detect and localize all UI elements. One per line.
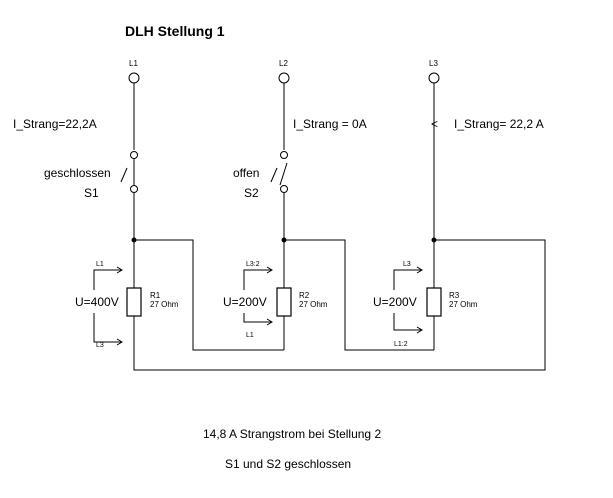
switch-s1-state: geschlossen: [44, 166, 111, 180]
r3-name: R3: [449, 291, 460, 300]
r3-value: 27 Ohm: [449, 300, 478, 309]
switch-s2-bottom-contact: [280, 185, 288, 193]
resistor-r1: [126, 287, 142, 317]
switch-s2-pointer: [270, 167, 278, 183]
voltage-arrow-r2-bottom: [243, 313, 271, 323]
wire-link-1-2: [134, 239, 284, 351]
switch-s2-name: S2: [244, 186, 259, 200]
switch-s2-state: offen: [233, 166, 259, 180]
voltage-arrow-r1-top: [93, 269, 121, 290]
r1-value: 27 Ohm: [150, 300, 179, 309]
switch-s2-top-contact: [280, 151, 288, 159]
r2-name: R2: [299, 291, 310, 300]
r3-voltage: U=200V: [373, 295, 417, 309]
arrowhead-r2-top: [266, 266, 273, 274]
r2-value: 27 Ohm: [299, 300, 328, 309]
voltage-arrow-r1-bottom: [93, 313, 121, 343]
voltage-arrow-r3-bottom: [393, 313, 421, 331]
r1-bottom-phase: L3: [96, 342, 104, 349]
note-current: 14,8 A Strangstrom bei Stellung 2: [203, 427, 381, 441]
terminal-label-l1: L1: [129, 59, 138, 68]
current-arrow-l3: <: [431, 117, 438, 131]
terminal-l1: [128, 72, 140, 84]
resistor-r2: [276, 287, 292, 317]
terminal-l2: [278, 72, 290, 84]
arrowhead-r3-bottom: [416, 326, 423, 334]
terminal-label-l3: L3: [429, 59, 438, 68]
wire-link-2-3: [284, 239, 434, 351]
current-label-l1: I_Strang=22,2A: [13, 117, 97, 131]
switch-s1-bottom-contact: [130, 185, 138, 193]
switch-s1-pointer: [120, 167, 128, 183]
terminal-label-l2: L2: [279, 59, 288, 68]
switch-s2-blade: [279, 162, 288, 186]
terminal-l3: [428, 72, 440, 84]
note-switches: S1 und S2 geschlossen: [225, 457, 351, 471]
wire-link-3-1: [133, 239, 546, 371]
switch-s1-name: S1: [84, 186, 99, 200]
arrowhead-r3-top: [416, 266, 423, 274]
r1-name: R1: [150, 291, 161, 300]
r1-voltage: U=400V: [75, 295, 119, 309]
voltage-arrow-r2-top: [243, 269, 271, 290]
current-label-l3: I_Strang= 22,2 A: [454, 117, 544, 131]
r2-top-phase: L3:2: [246, 261, 260, 268]
r3-bottom-phase: L1:2: [394, 341, 408, 348]
r2-voltage: U=200V: [223, 295, 267, 309]
arrowhead-r2-bottom: [266, 318, 273, 326]
r3-top-phase: L3: [403, 261, 411, 268]
voltage-arrow-r3-top: [393, 269, 421, 290]
switch-s1-top-contact: [130, 151, 138, 159]
arrowhead-r1-top: [116, 266, 123, 274]
diagram-title: DLH Stellung 1: [125, 23, 225, 39]
r2-bottom-phase: L1: [246, 332, 254, 339]
r1-top-phase: L1: [96, 261, 104, 268]
arrowhead-r1-bottom: [116, 338, 123, 346]
resistor-r3: [426, 287, 442, 317]
current-label-l2: I_Strang = 0A: [293, 117, 367, 131]
